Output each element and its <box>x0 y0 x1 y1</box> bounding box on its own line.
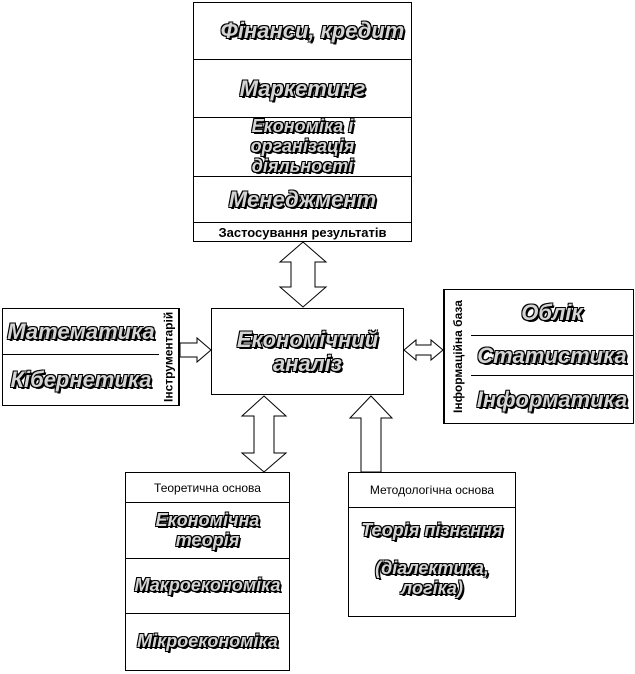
left-item-math: Математика <box>3 309 159 355</box>
arrow-top <box>278 241 328 308</box>
right-item-statistics: Статистика <box>471 336 633 376</box>
left-side-label: Інструментарій <box>159 309 179 405</box>
top-item-finance: Фінанси, кредит <box>194 3 411 60</box>
arrow-bottom-left <box>240 395 288 473</box>
bottom-right-stack: Методологічна основа Теорія пізнання (ді… <box>348 472 516 617</box>
center-box: Економічний аналіз <box>211 308 404 395</box>
top-item-economics: Економіка і організація діяльності <box>194 116 411 177</box>
right-stack: Інформаційна база Облік Статистика Інфор… <box>443 289 634 424</box>
right-item-accounting: Облік <box>471 290 633 336</box>
top-footer: Застосування результатів <box>218 225 387 240</box>
right-side-label: Інформаційна база <box>444 290 471 423</box>
arrow-right <box>403 338 444 362</box>
bottom-right-header: Методологічна основа <box>349 473 515 508</box>
left-stack: Математика Кібернетика Інструментарій <box>2 308 180 406</box>
center-label: Економічний аналіз <box>236 327 379 376</box>
bottom-left-header: Теоретична основа <box>126 473 289 503</box>
bottom-left-item-econ-theory: Економічна теорія <box>126 503 289 559</box>
bottom-right-item-cognition: Теорія пізнання <box>361 520 503 541</box>
arrow-left <box>179 336 212 364</box>
bottom-left-stack: Теоретична основа Економічна теорія Макр… <box>125 472 290 671</box>
bottom-left-item-micro: Мікроекономіка <box>137 631 278 652</box>
bottom-right-item-dialectics: (діалектика, логіка) <box>375 558 489 598</box>
top-stack: Фінанси, кредит Маркетинг Економіка і ор… <box>193 2 412 242</box>
top-item-management: Менеджмент <box>194 177 411 223</box>
bottom-left-item-macro: Макроекономіка <box>126 559 289 614</box>
right-item-informatics: Інформатика <box>476 386 628 412</box>
top-item-marketing: Маркетинг <box>194 60 411 118</box>
arrow-bottom-right <box>348 395 394 473</box>
left-item-cybernetics: Кібернетика <box>10 367 152 393</box>
